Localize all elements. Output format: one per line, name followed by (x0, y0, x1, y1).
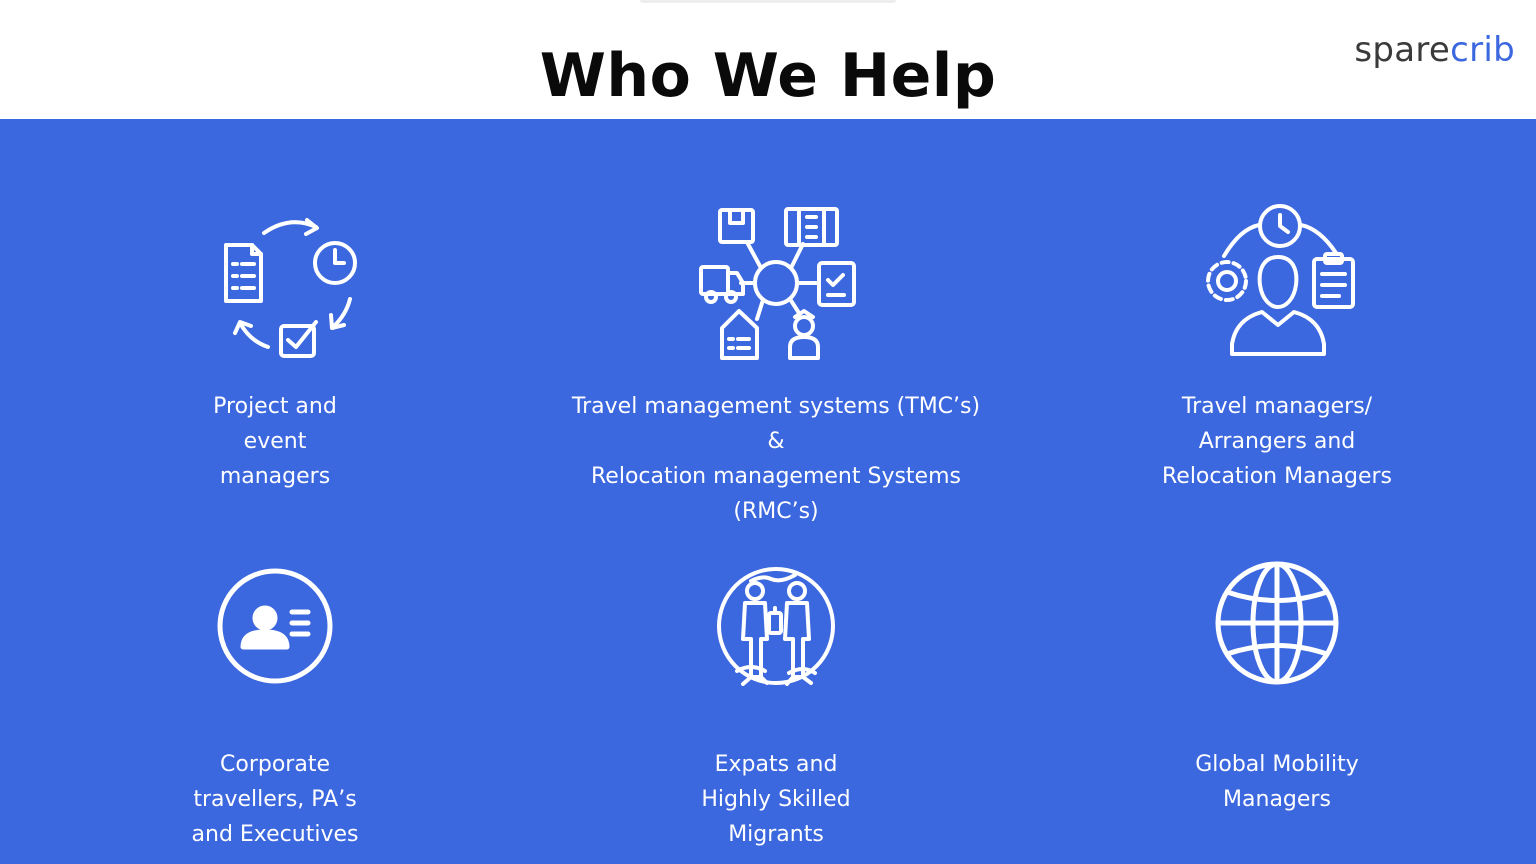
id-card-icon (190, 559, 360, 729)
segment-card-travel-managers: Travel managers/ Arrangers and Relocatio… (1037, 201, 1517, 494)
page-title: Who We Help (539, 41, 997, 111)
segment-label: Expats and Highly Skilled Migrants (701, 752, 851, 847)
audience-panel: Project and event managers (0, 119, 1536, 864)
segment-label: Corporate travellers, PA’s and Executive… (191, 752, 359, 847)
network-hub-icon (691, 201, 861, 371)
brand-logo[interactable]: sparecrib (1354, 30, 1515, 70)
segment-label: Travel management systems (TMC’s) & Relo… (571, 394, 981, 524)
header: Who We Help sparecrib (0, 0, 1536, 119)
segment-card-corporate-travellers: Corporate travellers, PA’s and Executive… (35, 559, 515, 852)
segment-label: Travel managers/ Arrangers and Relocatio… (1161, 394, 1392, 489)
top-tab-indicator (640, 0, 896, 3)
globe-icon (1192, 559, 1362, 729)
logo-text-crib: crib (1450, 30, 1515, 70)
manager-tasks-icon (1192, 201, 1362, 371)
segment-card-global-mobility-managers: Global Mobility Managers (1037, 559, 1517, 817)
segment-card-project-event-managers: Project and event managers (35, 201, 515, 494)
segment-label: Global Mobility Managers (1195, 752, 1359, 812)
workflow-cycle-icon (190, 201, 360, 371)
segment-card-management-systems: Travel management systems (TMC’s) & Relo… (536, 201, 1016, 529)
segment-label: Project and event managers (213, 394, 337, 489)
migrants-globe-icon (691, 559, 861, 729)
segment-card-expats-migrants: Expats and Highly Skilled Migrants (536, 559, 1016, 852)
logo-text-spare: spare (1354, 30, 1451, 70)
